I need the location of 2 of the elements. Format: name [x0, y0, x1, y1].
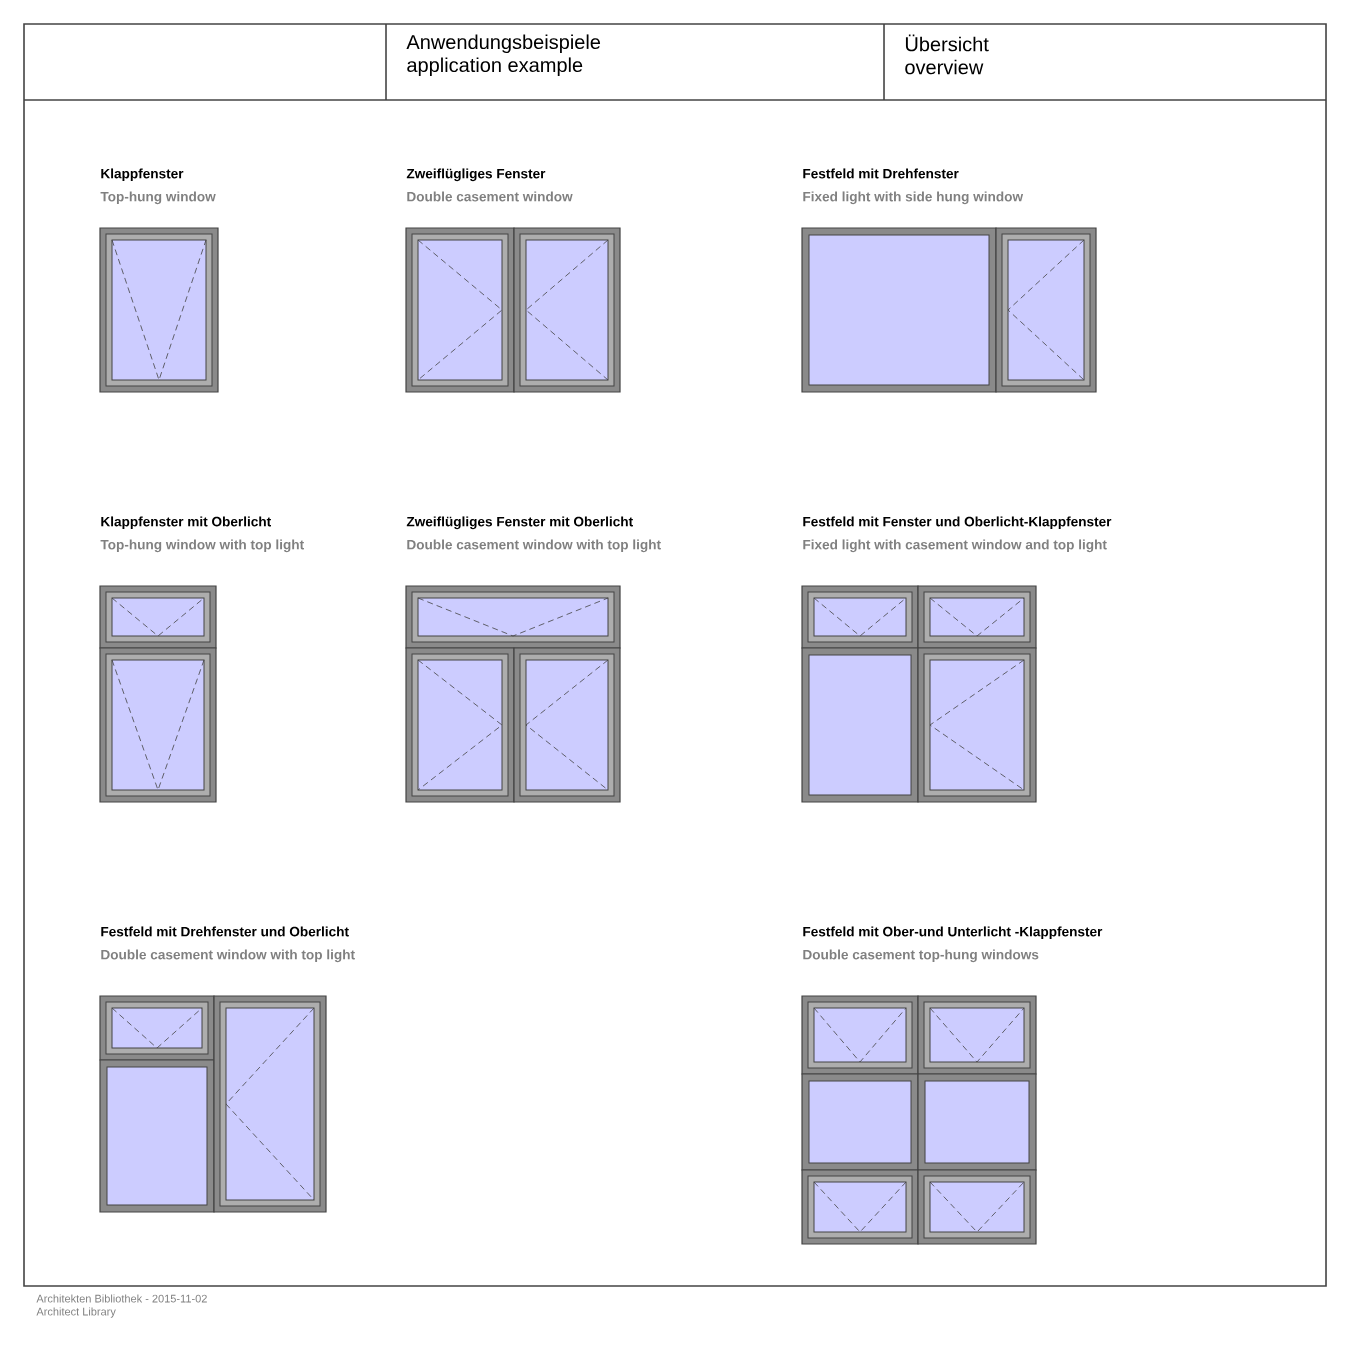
header-text: Übersicht overview	[905, 34, 989, 75]
header-text: Anwendungsbeispiele application example	[406, 34, 601, 77]
